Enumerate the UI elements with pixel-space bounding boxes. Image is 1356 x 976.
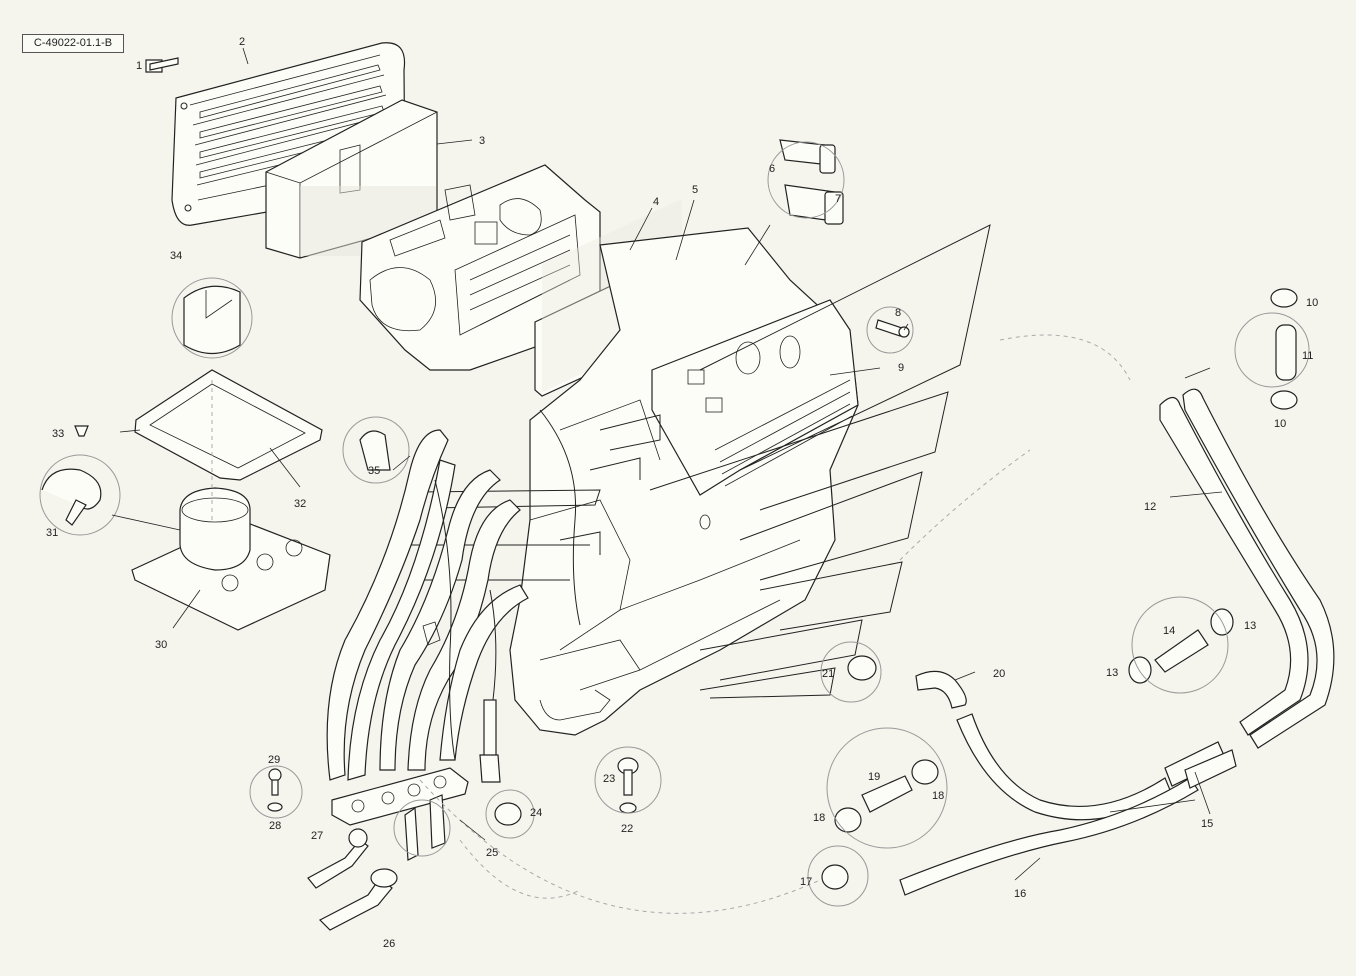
callout-5: 5 xyxy=(692,184,698,196)
callout-labels: 1 2 3 4 5 6 7 8 9 10 10 11 12 13 13 14 1… xyxy=(46,36,1318,950)
callout-25: 25 xyxy=(486,847,498,859)
callout-13-right: 13 xyxy=(1244,620,1256,632)
callout-33: 33 xyxy=(52,428,64,440)
callout-19: 19 xyxy=(868,771,880,783)
callout-10-top: 10 xyxy=(1306,297,1318,309)
callout-15: 15 xyxy=(1201,818,1213,830)
callout-12: 12 xyxy=(1144,501,1156,513)
callout-14: 14 xyxy=(1163,625,1175,637)
callout-13-left: 13 xyxy=(1106,667,1118,679)
callout-circles xyxy=(39,141,1310,907)
pipe-manifold-part xyxy=(331,767,469,826)
small-parts xyxy=(41,57,1298,890)
pipes xyxy=(326,409,581,783)
reference-number: C-49022-01.1-B xyxy=(22,34,124,53)
callout-20: 20 xyxy=(993,668,1005,680)
callout-26: 26 xyxy=(383,938,395,950)
callout-32: 32 xyxy=(294,498,306,510)
callout-24: 24 xyxy=(530,807,542,819)
callout-1: 1 xyxy=(136,60,142,72)
callout-34: 34 xyxy=(170,250,182,262)
callout-31: 31 xyxy=(46,527,58,539)
callout-23: 23 xyxy=(603,773,615,785)
leader-lines xyxy=(111,47,1223,881)
callout-29: 29 xyxy=(268,754,280,766)
callout-3: 3 xyxy=(479,135,485,147)
callout-35: 35 xyxy=(368,465,380,477)
callout-18-left: 18 xyxy=(813,812,825,824)
callout-30: 30 xyxy=(155,639,167,651)
callout-7: 7 xyxy=(835,193,841,205)
callout-27: 27 xyxy=(311,830,323,842)
callout-4: 4 xyxy=(653,196,659,208)
callout-16: 16 xyxy=(1014,888,1026,900)
callout-21: 21 xyxy=(822,668,834,680)
callout-10-bottom: 10 xyxy=(1274,418,1286,430)
reference-dashes xyxy=(211,334,1131,914)
callout-8: 8 xyxy=(895,307,901,319)
callout-22: 22 xyxy=(621,823,633,835)
callout-6: 6 xyxy=(769,163,775,175)
callout-17: 17 xyxy=(800,876,812,888)
callout-11: 11 xyxy=(1302,350,1313,362)
callout-9: 9 xyxy=(898,362,904,374)
callout-18-right: 18 xyxy=(932,790,944,802)
long-hoses xyxy=(899,388,1335,896)
callout-2: 2 xyxy=(239,36,245,48)
callout-28: 28 xyxy=(269,820,281,832)
